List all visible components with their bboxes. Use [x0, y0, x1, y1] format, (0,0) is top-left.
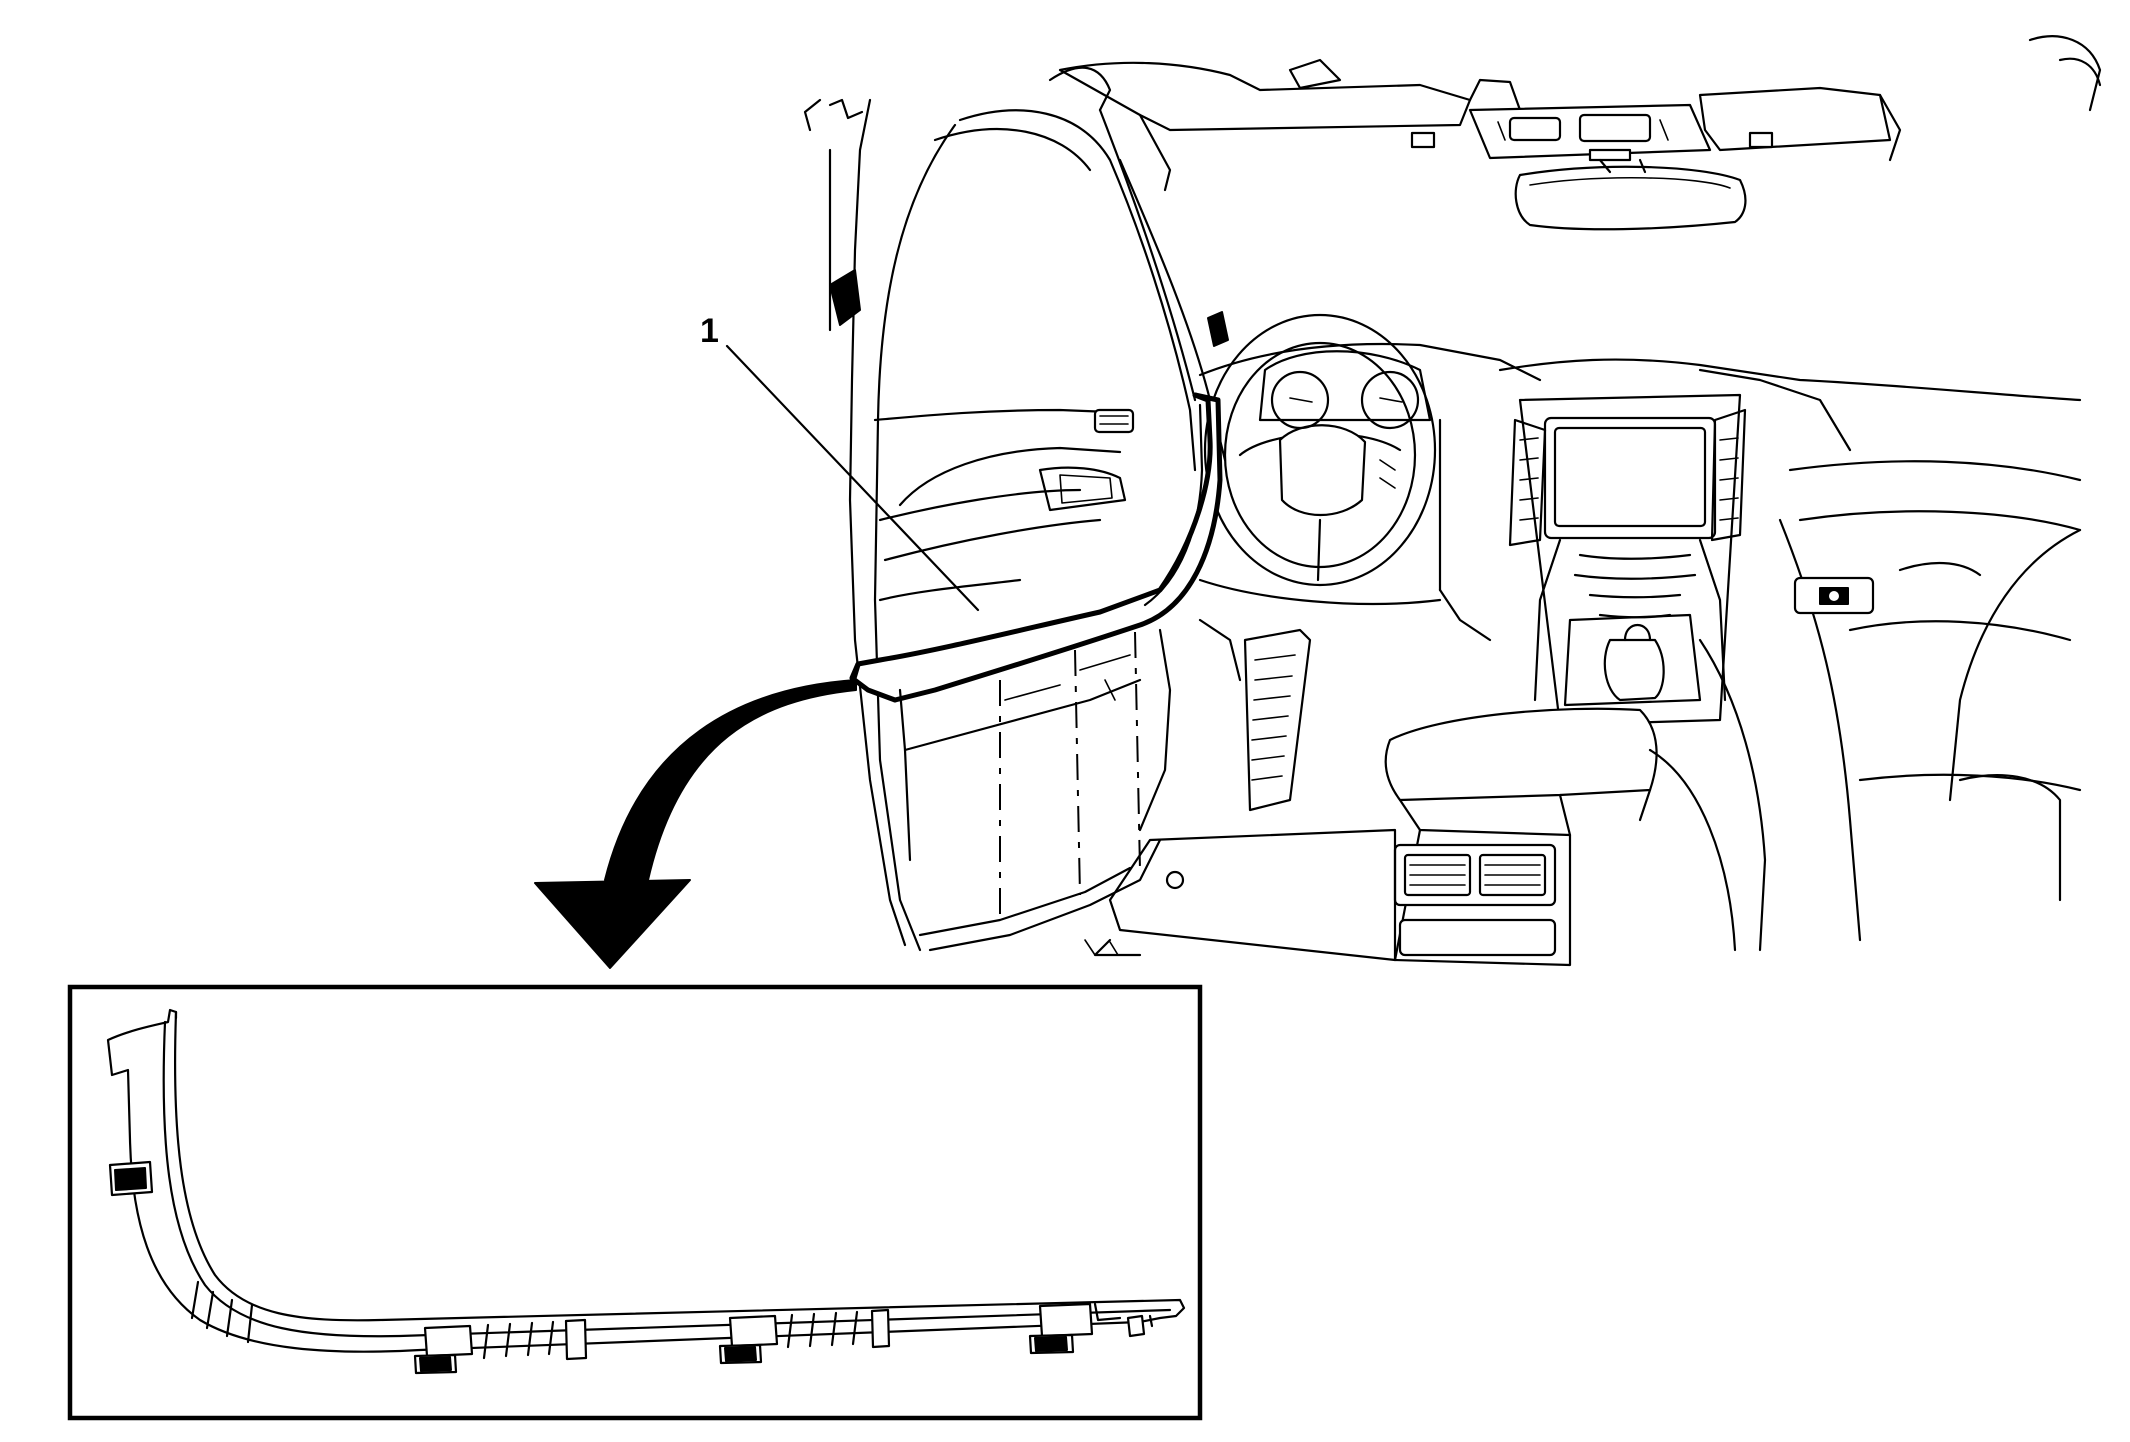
dashboard: [1198, 342, 2082, 642]
detail-inset: [67, 984, 1203, 1421]
visor-clip-right: [1748, 131, 1774, 149]
passenger-area: [1648, 518, 2082, 952]
sill-plate-detail: [106, 1008, 1186, 1375]
sill-plate-removed: [849, 392, 1223, 862]
instrument-cluster: [1258, 350, 1432, 430]
retainer-clip-2: [718, 1308, 891, 1365]
center-console: [1384, 707, 1658, 967]
curved-arrow-down-icon: [534, 679, 857, 969]
retainer-clip-3: [1028, 1302, 1154, 1355]
vehicle-interior-illustration: [725, 35, 2102, 967]
callout-1-label: 1: [700, 312, 719, 350]
detail-inset-frame: [67, 984, 1203, 1421]
headliner: [1048, 35, 2102, 192]
steering-wheel: [1203, 313, 1437, 587]
rearview-mirror: [1514, 158, 1747, 231]
overhead-console: [1468, 103, 1712, 162]
a-pillar: [1098, 108, 1229, 462]
retainer-clip-1: [413, 1318, 588, 1375]
front-door: [803, 98, 1197, 952]
floor-area: [1084, 618, 1397, 962]
gear-shifter: [1563, 613, 1702, 707]
visor-clip-left: [1410, 131, 1436, 149]
center-stack: [1508, 393, 1747, 727]
sill-plate-installed-position: [918, 628, 1172, 952]
callout-1-leader: [725, 344, 980, 612]
